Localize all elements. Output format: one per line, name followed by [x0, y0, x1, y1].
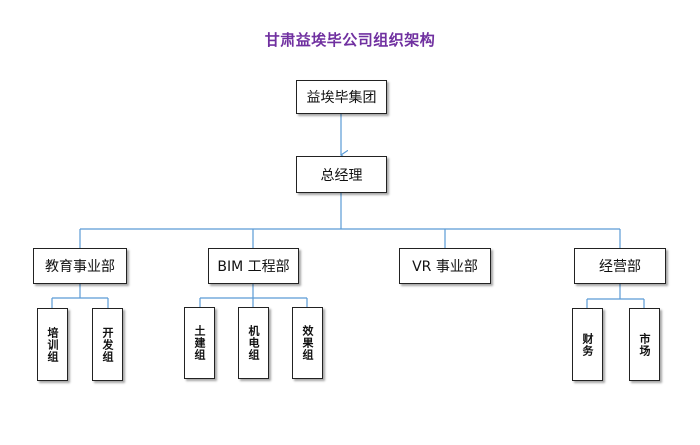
group-node-development: 开发组 [92, 308, 123, 381]
root-node: 益埃毕集团 [296, 80, 387, 114]
dept-label: 教育事业部 [45, 259, 115, 275]
dept-node-education: 教育事业部 [33, 248, 127, 284]
group-node-visual: 效果组 [292, 307, 323, 379]
dept-label: BIM 工程部 [217, 259, 290, 275]
manager-label: 总经理 [320, 167, 363, 184]
dept-node-bim: BIM 工程部 [208, 248, 299, 284]
dept-node-vr: VR 事业部 [399, 248, 491, 284]
group-node-civil: 土建组 [184, 307, 215, 379]
group-label: 土建组 [193, 325, 206, 361]
group-node-market: 市场 [629, 308, 660, 381]
group-label: 培训组 [46, 326, 59, 363]
dept-node-business: 经营部 [574, 248, 666, 284]
dept-label: 经营部 [599, 259, 641, 275]
group-label: 开发组 [101, 326, 114, 363]
group-label: 财务 [581, 332, 594, 357]
chart-title: 甘肃益埃毕公司组织架构 [264, 31, 436, 49]
group-node-mep: 机电组 [238, 307, 269, 379]
group-label: 市场 [638, 332, 651, 357]
root-label: 益埃毕集团 [306, 90, 377, 106]
group-label: 效果组 [301, 325, 314, 361]
group-node-training: 培训组 [37, 308, 68, 381]
group-node-finance: 财务 [572, 308, 603, 381]
group-label: 机电组 [247, 325, 260, 361]
manager-node: 总经理 [296, 156, 387, 193]
dept-label: VR 事业部 [412, 259, 478, 275]
